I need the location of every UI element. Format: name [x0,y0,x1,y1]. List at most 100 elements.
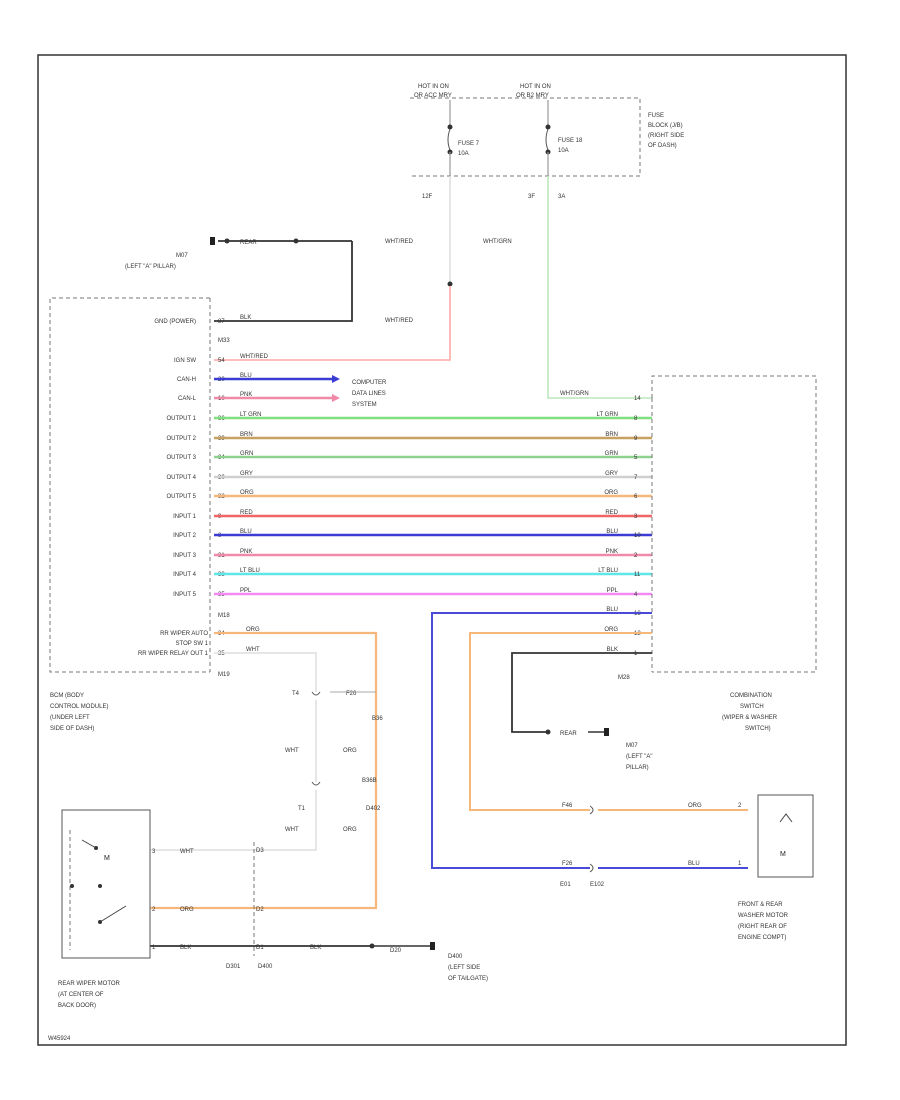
combo-label-3: (WIPER & WASHER [722,715,778,721]
front-rear-washer-motor: 2 1 M FRONT & REAR WASHER MOTOR (RIGHT R… [738,794,814,941]
bcm-pin-name: IGN SW [174,358,196,364]
wire-label-blk-2: BLK [310,945,321,951]
bcm-connector-bottom: M19 [218,672,230,678]
rear-motor-m: M [104,855,110,862]
fuse-hot-right-2: OR B2 MRY [516,93,549,99]
bcm-rr-pin-name: RR WIPER RELAY OUT 1 [138,651,209,657]
harness-wire-label: ORG [240,490,254,496]
ground-top-pin: REAR [240,240,257,246]
combo-wire-label: BLU [606,607,618,613]
harness-wire-label: PNK [240,392,252,398]
bcm-pin-name: INPUT 1 [173,514,197,520]
washer-motor-m: M [780,851,786,858]
washer-label-3: (RIGHT REAR OF [738,924,787,930]
harness-wire-label: PPL [240,588,252,594]
combo-wire-label: BLK [607,647,618,653]
harness-wire-label-right: GRY [605,471,618,477]
wire-label-wht-3: WHT [180,849,194,855]
harness-wire-label: RED [240,510,253,516]
computer-data-3: SYSTEM [352,402,377,408]
combo-pin-number: 14 [634,396,641,402]
ground-top-name: M07 [176,253,188,259]
harness-wire-label: LT GRN [240,412,261,418]
bcm-pin-name: INPUT 4 [173,572,197,578]
conn-f46: F46 [562,803,573,809]
rear-wiper-motor: M 3 2 1 REAR WIPER MOTOR (AT CENTER OF B… [58,809,156,1009]
fuse7-label: FUSE 7 [458,141,480,147]
bcm-connector-mid: M18 [218,613,230,619]
wire-label-whtred-1: WHT/RED [385,239,414,245]
fuse18-label: FUSE 18 [558,138,583,144]
conn-f26: F26 [346,691,357,697]
rear-motor-label-1: REAR WIPER MOTOR [58,981,121,987]
combo-label-1: COMBINATION [730,693,772,699]
bcm-pin-name: INPUT 5 [173,592,197,598]
bcm-rr-pin-number: 35 [218,651,225,657]
harness-wire-label-right: BLU [606,529,618,535]
fuse-pin-3f: 3F [528,194,535,200]
conn-e102: E102 [590,882,605,888]
wire-label-wht-2: WHT [285,827,299,833]
harness-wire-label: PNK [240,549,252,555]
fuse-hot-left-2: OR ACC MRY [414,93,452,99]
wire-label-org-1: ORG [343,748,357,754]
ground-mid-loc-1: (LEFT "A" [626,754,653,760]
footer-id: W45924 [48,1036,71,1042]
combo-label-4: SWITCH) [745,726,771,732]
bcm-label-3: (UNDER LEFT [50,715,90,721]
rear-motor-pin-1: 1 [152,945,156,951]
combo-connector: M28 [618,675,630,681]
harness-wire-label: BLK [240,315,251,321]
bcm-pin-name: CAN-H [177,377,196,383]
fuse-block-label-2: BLOCK (J/B) [648,123,683,129]
wire-blk-rear: BLK BLK D20 D400 (LEFT SIDE OF TAILGATE) [150,942,488,982]
combo-pin-number: 6 [634,494,638,500]
ground-mid-pin: REAR [560,731,577,737]
washer-label-2: WASHER MOTOR [738,913,789,919]
bcm-pin-name: OUTPUT 3 [166,455,196,461]
bcm-pin-name: OUTPUT 5 [166,494,196,500]
ground-bottom-pin: D20 [390,948,402,954]
combination-switch: M28 COMBINATION SWITCH (WIPER & WASHER S… [618,375,817,732]
harness-wire-label-right: ORG [604,490,618,496]
bcm-pin-name: OUTPUT 1 [166,416,196,422]
combo-pin-number: 1 [634,651,638,657]
ground-bottom-name: D400 [448,954,463,960]
washer-pin-2: 2 [738,803,742,809]
combo-wire-label: ORG [604,627,618,633]
wire-label-whtgrn-2: WHT/GRN [560,391,589,397]
wire-blu-washer: F26 E01 E102 BLU [431,612,748,888]
washer-label-4: ENGINE COMPT) [738,935,786,941]
bcm-rr-pin-name: STOP SW 1 [176,641,209,647]
rear-motor-pin-3: 3 [152,849,156,855]
harness-wire-label-right: LT GRN [597,412,618,418]
bcm-label-1: BCM (BODY [50,693,84,699]
harness-wire-label: LT BLU [240,568,260,574]
ground-mid-name: M07 [626,743,638,749]
fuse-hot-right-1: HOT IN ON [520,84,551,90]
bcm-label-2: CONTROL MODULE) [50,704,108,710]
harness-wire-label-right: GRN [605,451,618,457]
computer-data-2: DATA LINES [352,391,386,397]
washer-pin-1: 1 [738,861,742,867]
fuse-block: HOT IN ON OR ACC MRY HOT IN ON OR B2 MRY… [410,84,684,200]
bcm-module: M33 M18 M19 BCM (BODY CONTROL MODULE) (U… [49,297,260,732]
combo-pin-number: 3 [634,514,638,520]
ground-top: REAR M07 (LEFT "A" PILLAR) [125,237,353,322]
conn-t1: T1 [298,806,306,812]
ground-mid-loc-2: PILLAR) [626,765,649,771]
diagram-frame [37,54,847,1046]
conn-b36b: B36B [362,778,377,784]
harness-wire-label: BRN [240,432,253,438]
rear-motor-label-2: (AT CENTER OF [58,992,104,998]
conn-d400: D400 [258,964,273,970]
wire-label-wht-1: WHT [285,748,299,754]
rear-motor-label-3: BACK DOOR) [58,1003,96,1009]
wire-ign: WHT/RED WHT/RED [214,176,453,361]
fuse-block-label-3: (RIGHT SIDE [648,133,684,139]
combo-label-2: SWITCH [740,704,764,710]
computer-data-label: COMPUTER DATA LINES SYSTEM [352,380,387,408]
conn-b36: B36 [372,716,383,722]
combo-pin-number: 11 [634,572,641,578]
